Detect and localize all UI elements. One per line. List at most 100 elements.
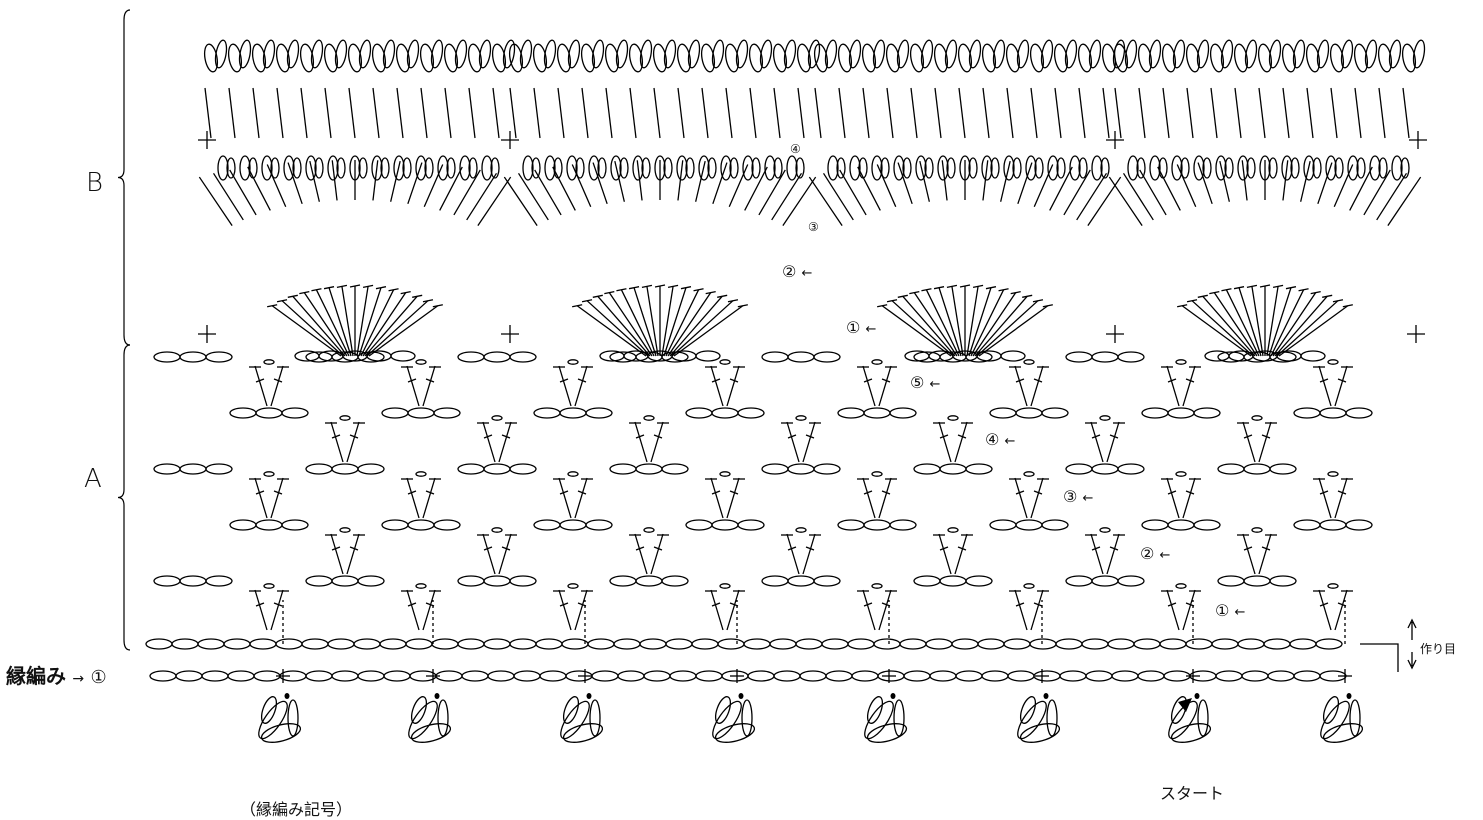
top-stitch (1331, 88, 1337, 138)
chain-stitch (712, 520, 738, 530)
top-stitch (325, 88, 331, 138)
top-stitch (606, 88, 612, 138)
top-stitch (1235, 88, 1241, 138)
fan-upper-stitch (898, 163, 912, 204)
chain-stitch (1138, 671, 1164, 681)
row-marker-a4: ④ ← (985, 430, 1015, 449)
chain-stitch (940, 576, 966, 586)
chain-stitch (154, 464, 180, 474)
section-label-a: A (84, 464, 102, 494)
double-crochet (711, 590, 723, 630)
v-chain (644, 528, 654, 532)
chain-stitch (1294, 520, 1320, 530)
double-crochet (939, 422, 951, 462)
double-crochet (803, 422, 815, 462)
chain-stitch (306, 464, 332, 474)
chain-stitch (1268, 671, 1294, 681)
chain-stitch (206, 352, 232, 362)
double-crochet (863, 366, 875, 406)
chain-stitch (990, 520, 1016, 530)
chain-stitch (306, 671, 332, 681)
row-marker-a5: ⑤ ← (910, 373, 940, 392)
chain-stitch (663, 39, 678, 68)
chain-stitch (1292, 39, 1307, 68)
chain-stitch (510, 576, 536, 586)
double-crochet (1031, 366, 1043, 406)
top-stitch (349, 88, 355, 138)
fan-upper-stitch (1158, 167, 1181, 210)
double-crochet (1031, 478, 1043, 518)
chain-stitch (560, 520, 586, 530)
chain-stitch (662, 576, 688, 586)
chain-stitch (382, 39, 397, 68)
top-stitch (935, 88, 941, 138)
chain-stitch (686, 520, 712, 530)
v-chain (492, 416, 502, 420)
double-crochet (483, 534, 495, 574)
chain-stitch (814, 352, 840, 362)
v-chain (340, 416, 350, 420)
top-stitch (1103, 88, 1109, 138)
chain-stitch (1066, 464, 1092, 474)
chain-stitch (358, 464, 384, 474)
chain-stitch (1008, 671, 1034, 681)
chain-stitch (586, 408, 612, 418)
v-chain (416, 360, 426, 364)
v-chain (264, 360, 274, 364)
fan-upper-stitch (1318, 163, 1332, 204)
chain-stitch (358, 576, 384, 586)
double-crochet (1319, 590, 1331, 630)
chain-stitch (380, 639, 406, 649)
chain-stitch (926, 639, 952, 649)
double-crochet (1091, 534, 1103, 574)
chain-stitch (214, 39, 229, 68)
fan-upper-stitch (408, 163, 422, 204)
fan-stitch (892, 301, 953, 356)
chain-stitch (712, 408, 738, 418)
chain-stitch (838, 408, 864, 418)
fan-upper-stitch (593, 163, 607, 204)
double-crochet (787, 534, 799, 574)
chain-stitch (454, 39, 469, 68)
double-crochet (407, 366, 419, 406)
chain-stitch (332, 576, 358, 586)
chain-stitch (614, 639, 640, 649)
chain-stitch (458, 576, 484, 586)
v-chain (1024, 360, 1034, 364)
chain-stitch (735, 39, 750, 68)
chain-stitch (788, 576, 814, 586)
chain-stitch (484, 576, 510, 586)
top-stitch (1079, 88, 1085, 138)
chain-stitch (150, 671, 176, 681)
fan-upper-stitch (572, 165, 590, 207)
chain-stitch (978, 639, 1004, 649)
v-chain (948, 528, 958, 532)
chain-stitch (1066, 576, 1092, 586)
fan-stitch (587, 301, 648, 356)
chain-stitch (914, 576, 940, 586)
chain-stitch (276, 639, 302, 649)
chain-stitch (462, 671, 488, 681)
chain-stitch (1194, 520, 1220, 530)
top-stitch (445, 88, 451, 138)
chain-stitch (591, 39, 606, 68)
chain-stitch (1316, 639, 1342, 649)
top-stitch (1379, 88, 1385, 138)
chain-stitch (848, 639, 874, 649)
chain-stitch (586, 520, 612, 530)
chain-stitch (382, 408, 408, 418)
chain-stitch (788, 464, 814, 474)
chain-stitch (1066, 352, 1092, 362)
chain-stitch (332, 671, 358, 681)
fan-upper-stitch (248, 167, 271, 210)
chain-stitch (302, 639, 328, 649)
double-crochet (1183, 366, 1195, 406)
chain-stitch (1218, 464, 1244, 474)
v-chain (1176, 360, 1186, 364)
double-crochet (635, 534, 647, 574)
chain-stitch (1264, 639, 1290, 649)
chain-stitch (748, 671, 774, 681)
top-stitch (229, 88, 235, 138)
chain-stitch (1042, 520, 1068, 530)
chain-stitch (687, 39, 702, 68)
